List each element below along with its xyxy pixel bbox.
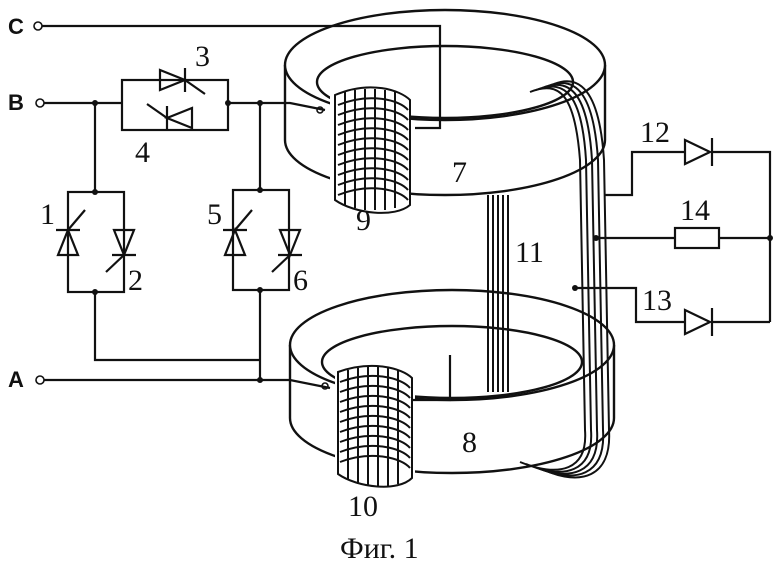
- terminal-b-label: B: [8, 90, 24, 115]
- coil-10: [335, 365, 415, 490]
- coil-9-start-marker: [316, 106, 324, 114]
- label-8: 8: [462, 426, 477, 459]
- label-14: 14: [680, 194, 710, 227]
- thyristor-pair-3-4: [120, 68, 230, 132]
- coil-10-start-marker: [321, 382, 329, 390]
- label-13: 13: [642, 284, 672, 317]
- thyristor-pair-1-2: [56, 103, 260, 362]
- wire-b: [35, 98, 326, 112]
- output-circuit: [575, 138, 772, 336]
- label-1: 1: [40, 198, 55, 231]
- label-6: 6: [293, 264, 308, 297]
- terminal-c-label: C: [8, 14, 24, 39]
- label-5: 5: [207, 198, 222, 231]
- label-9: 9: [356, 204, 371, 237]
- label-7: 7: [452, 156, 467, 189]
- label-3: 3: [195, 40, 210, 73]
- label-10: 10: [348, 490, 378, 523]
- label-4: 4: [135, 136, 150, 169]
- coil-9: [330, 86, 411, 214]
- label-2: 2: [128, 264, 143, 297]
- winding-11: [487, 80, 611, 479]
- label-12: 12: [640, 116, 670, 149]
- junction-dots: [92, 100, 773, 383]
- wire-a: [35, 355, 452, 402]
- label-11: 11: [515, 236, 544, 269]
- terminal-a-label: A: [8, 367, 24, 392]
- wire-c: [33, 21, 442, 130]
- figure-caption: Фиг. 1: [340, 532, 419, 565]
